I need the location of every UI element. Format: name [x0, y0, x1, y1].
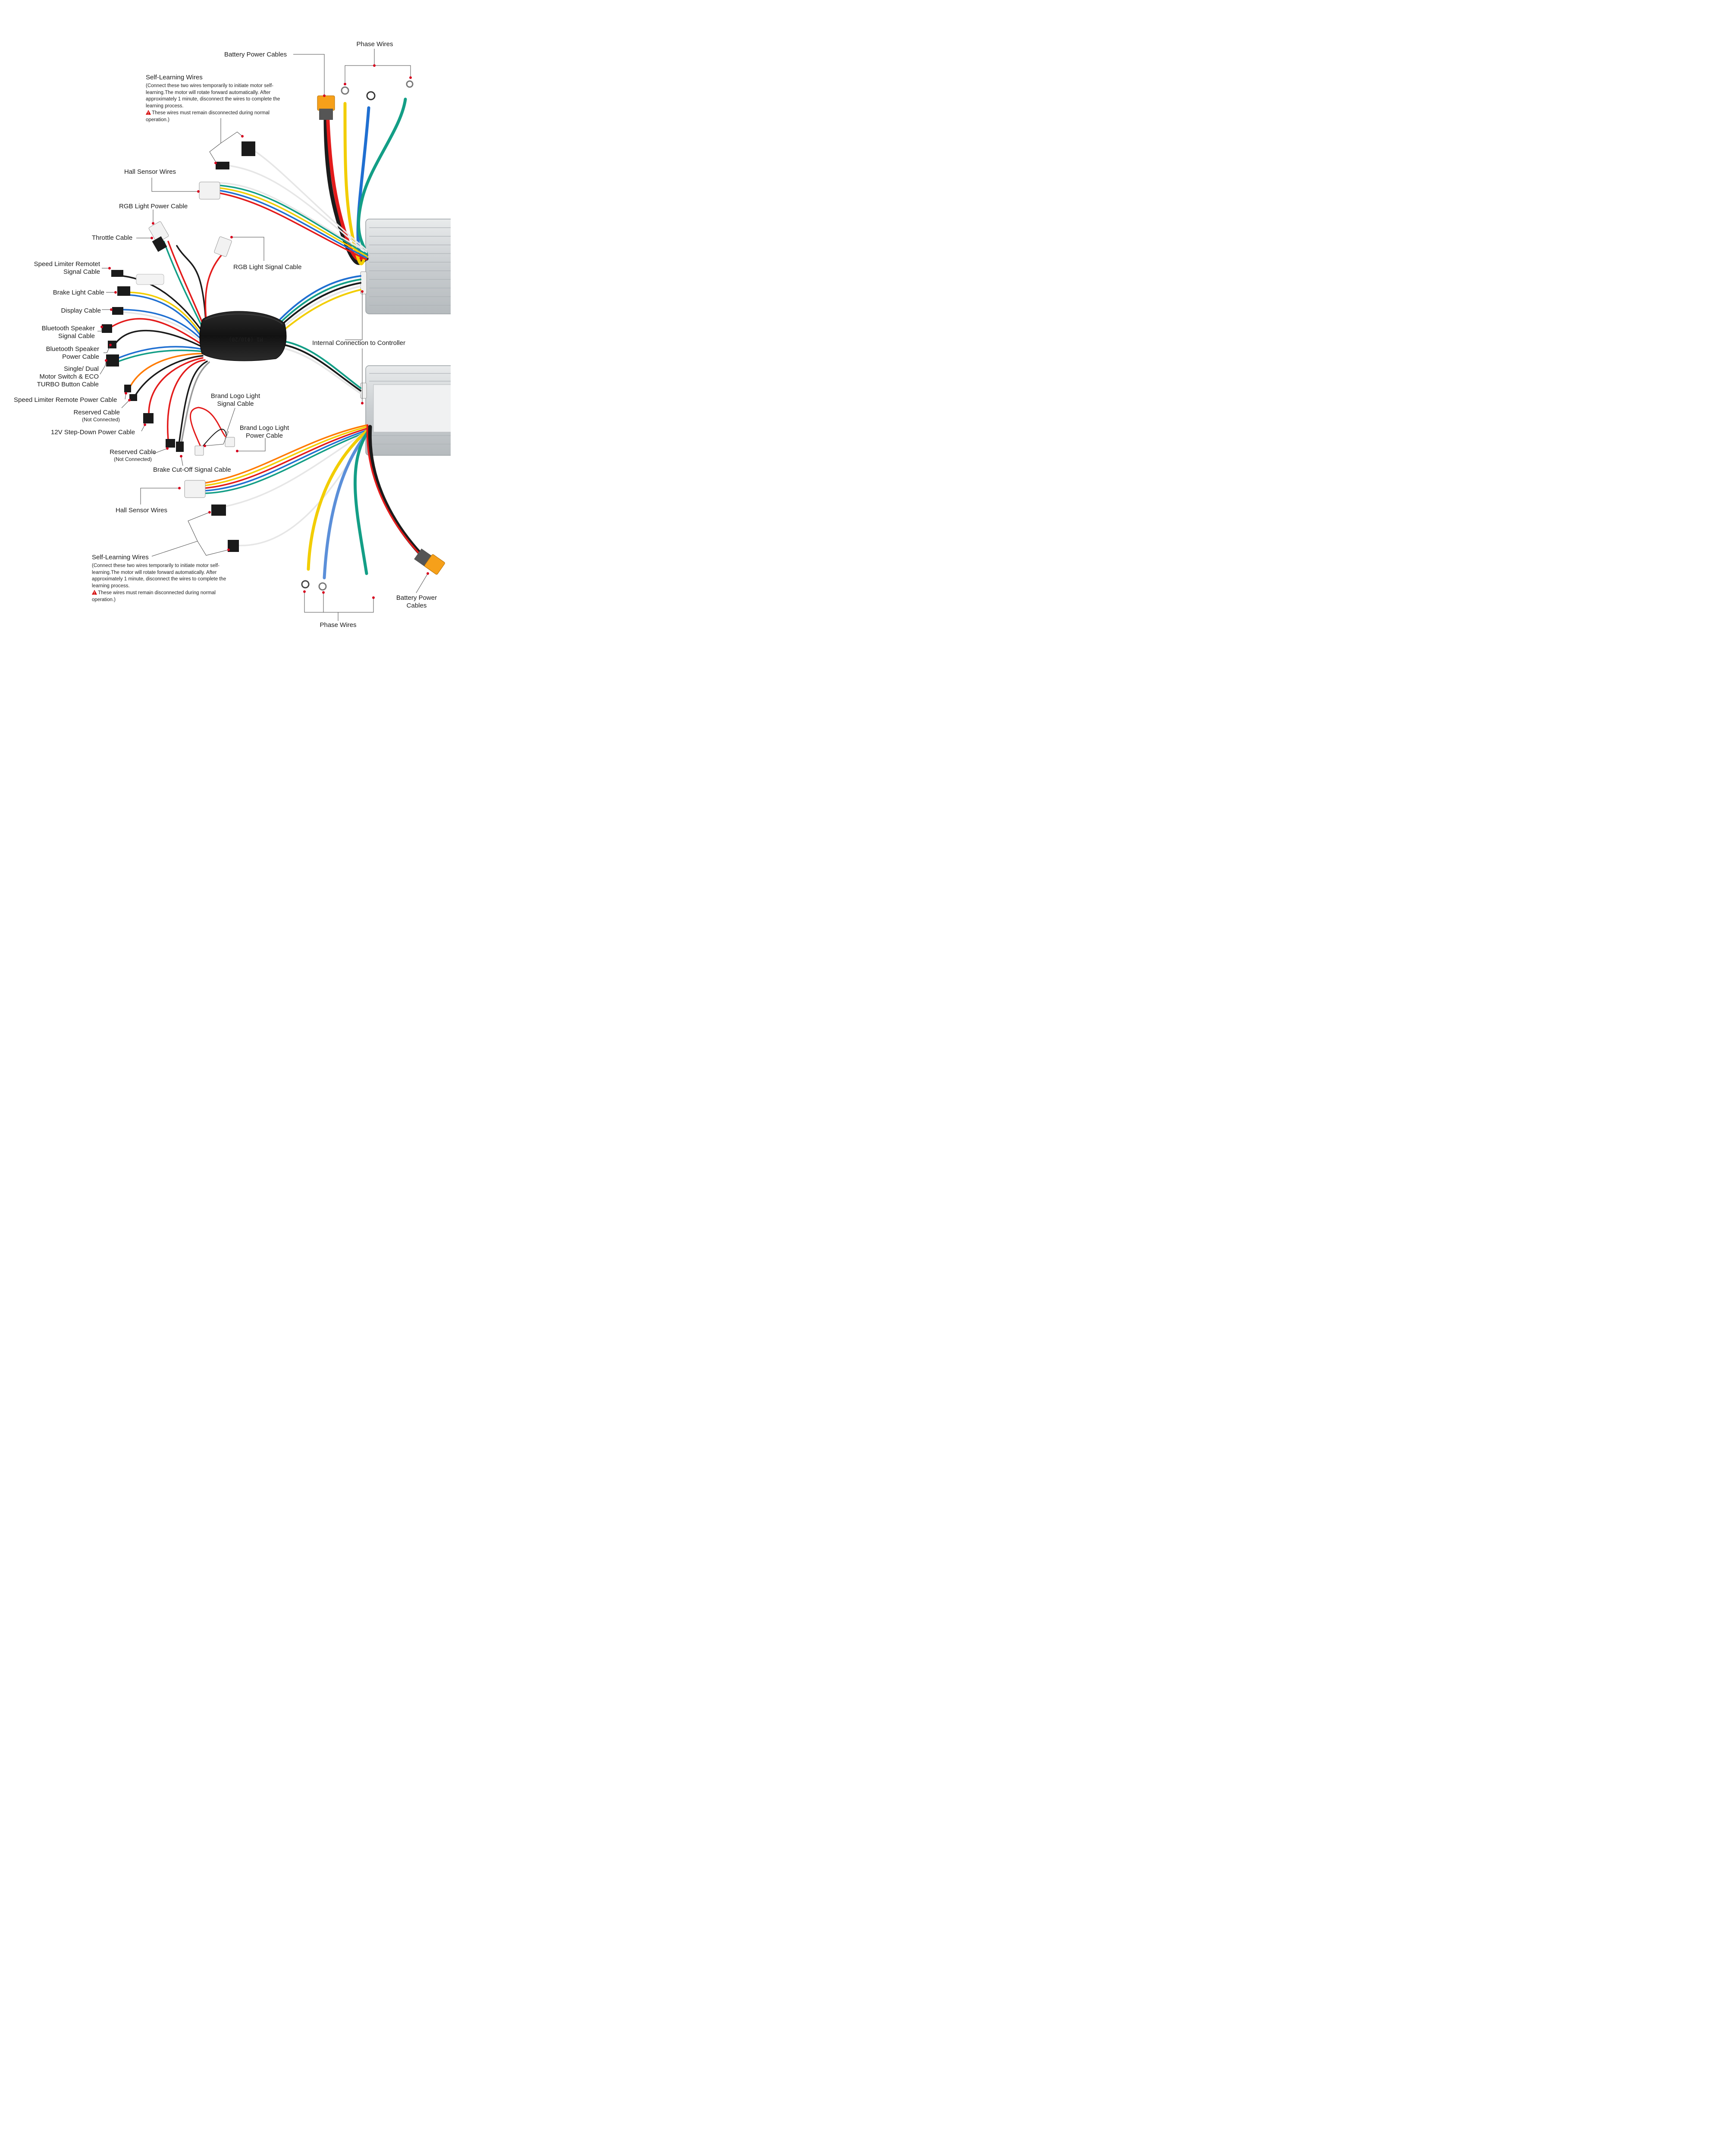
label-brake-light-cable: Brake Light Cable: [53, 289, 104, 296]
label-rgb-light-signal-cable: RGB Light Signal Cable: [233, 263, 302, 271]
label-reserved-cable-1: Reserved Cable (Not Connected): [52, 409, 120, 423]
note-self-learning-bottom: Self-Learning Wires (Connect these two w…: [92, 553, 234, 603]
bottom-controller: [360, 365, 451, 456]
breakout-wires: [109, 241, 227, 447]
label-display-cable: Display Cable: [61, 307, 101, 314]
bottom-phase-and-battery-wires: [307, 424, 429, 580]
label-motor-switch-cable: Single/ Dual Motor Switch & ECO TURBO Bu…: [37, 365, 99, 388]
label-brand-logo-signal-cable: Brand Logo Light Signal Cable: [210, 392, 260, 407]
anchor-dots: [100, 64, 429, 599]
label-hall-sensor-wires-top: Hall Sensor Wires: [124, 168, 176, 175]
breakout-connectors: [102, 221, 235, 456]
label-speed-limiter-remote-signal-cable: Speed Limiter Remotet Signal Cable: [34, 260, 100, 276]
top-hall-and-learning-wires: [219, 150, 367, 260]
label-reserved-cable-2: Reserved Cable (Not Connected): [107, 448, 159, 462]
label-bluetooth-speaker-signal-cable: Bluetooth Speaker Signal Cable: [41, 325, 95, 340]
label-step-down-power-cable: 12V Step-Down Power Cable: [51, 429, 135, 436]
note-self-learning-top-body: (Connect these two wires temporarily to …: [146, 83, 280, 109]
note-self-learning-top: Self-Learning Wires (Connect these two w…: [146, 73, 288, 123]
label-brand-logo-power-cable: Brand Logo Light Power Cable: [239, 424, 289, 439]
label-internal-connection: Internal Connection to Controller: [312, 339, 405, 347]
note-self-learning-bottom-title: Self-Learning Wires: [92, 554, 149, 561]
label-battery-power-cables-top: Battery Power Cables: [224, 51, 287, 58]
label-reserved-cable-1-note: (Not Connected): [82, 417, 120, 423]
note-self-learning-bottom-warning: These wires must remain disconnected dur…: [92, 590, 216, 602]
note-self-learning-bottom-body: (Connect these two wires temporarily to …: [92, 563, 226, 589]
label-rgb-light-power-cable: RGB Light Power Cable: [119, 203, 188, 210]
label-reserved-cable-1-title: Reserved Cable: [73, 409, 120, 416]
bottom-hall-and-learning-wires: [204, 424, 367, 546]
note-self-learning-top-title: Self-Learning Wires: [146, 74, 203, 81]
label-hall-sensor-wires-bottom: Hall Sensor Wires: [116, 507, 168, 514]
label-phase-wires-bottom: Phase Wires: [320, 621, 357, 629]
wiring-diagram-graphic: [97, 49, 451, 621]
top-controller: [360, 219, 451, 314]
bottom-connectors: [184, 480, 445, 591]
hub-marking: M1 (Φ10/20): [229, 336, 263, 342]
label-reserved-cable-2-title: Reserved Cable: [110, 448, 156, 456]
note-self-learning-top-warning: These wires must remain disconnected dur…: [146, 110, 270, 122]
top-connectors: [199, 80, 414, 200]
label-reserved-cable-2-note: (Not Connected): [113, 456, 152, 462]
label-throttle-cable: Throttle Cable: [92, 234, 133, 241]
warning-icon: [146, 110, 151, 117]
label-phase-wires-top: Phase Wires: [356, 41, 393, 48]
label-bluetooth-speaker-power-cable: Bluetooth Speaker Power Cable: [46, 345, 99, 360]
warning-icon: [92, 590, 97, 597]
wiring-diagram: Phase Wires Battery Power Cables Self-Le…: [0, 0, 451, 676]
breakout-hub: [199, 311, 287, 361]
leader-lines: [97, 49, 428, 621]
label-speed-limiter-remote-power-cable: Speed Limiter Remote Power Cable: [14, 396, 117, 404]
internal-link-wires: [279, 275, 361, 394]
label-brake-cutoff-signal-cable: Brake Cut-Off Signal Cable: [153, 466, 231, 473]
label-battery-power-cables-bottom: Battery Power Cables: [396, 594, 437, 609]
